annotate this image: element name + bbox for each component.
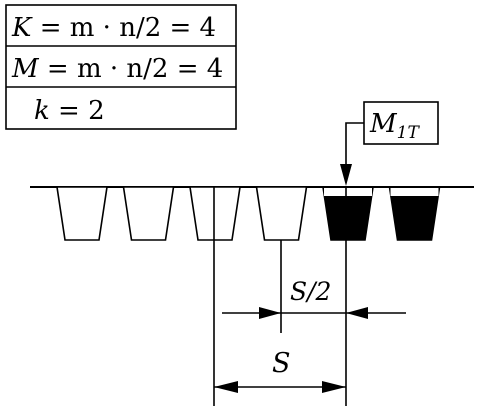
slot-opening bbox=[324, 188, 372, 196]
marker-label: M1T bbox=[369, 109, 420, 143]
slot-filled bbox=[388, 186, 441, 241]
slot-empty bbox=[122, 186, 175, 241]
table-row-3: k = 2 bbox=[34, 96, 105, 126]
table-row-1: K = m · n/2 = 4 bbox=[11, 13, 216, 43]
marker-arrowhead bbox=[340, 164, 352, 186]
slot-filled bbox=[322, 186, 374, 241]
table-row-2: M = m · n/2 = 4 bbox=[11, 54, 223, 84]
half-pitch-arrow-right bbox=[346, 307, 368, 319]
dimension-half-pitch: S/2 bbox=[222, 277, 406, 319]
parameter-table bbox=[5, 4, 237, 130]
dimension-full-pitch: S bbox=[214, 348, 346, 393]
table-frame bbox=[5, 4, 237, 130]
reference-lines bbox=[213, 187, 347, 406]
full-pitch-arrow-left bbox=[214, 381, 238, 393]
slot-opening bbox=[390, 188, 439, 196]
slot-empty bbox=[56, 186, 108, 241]
marker-callout: M1T bbox=[340, 101, 439, 186]
full-pitch-label: S bbox=[272, 348, 291, 379]
slot-empty bbox=[255, 186, 308, 241]
half-pitch-arrow-left bbox=[259, 307, 281, 319]
slots-group bbox=[56, 186, 441, 241]
half-pitch-label: S/2 bbox=[290, 277, 331, 306]
marker-leader bbox=[345, 122, 364, 170]
slot-empty bbox=[189, 186, 241, 241]
full-pitch-arrow-right bbox=[322, 381, 346, 393]
